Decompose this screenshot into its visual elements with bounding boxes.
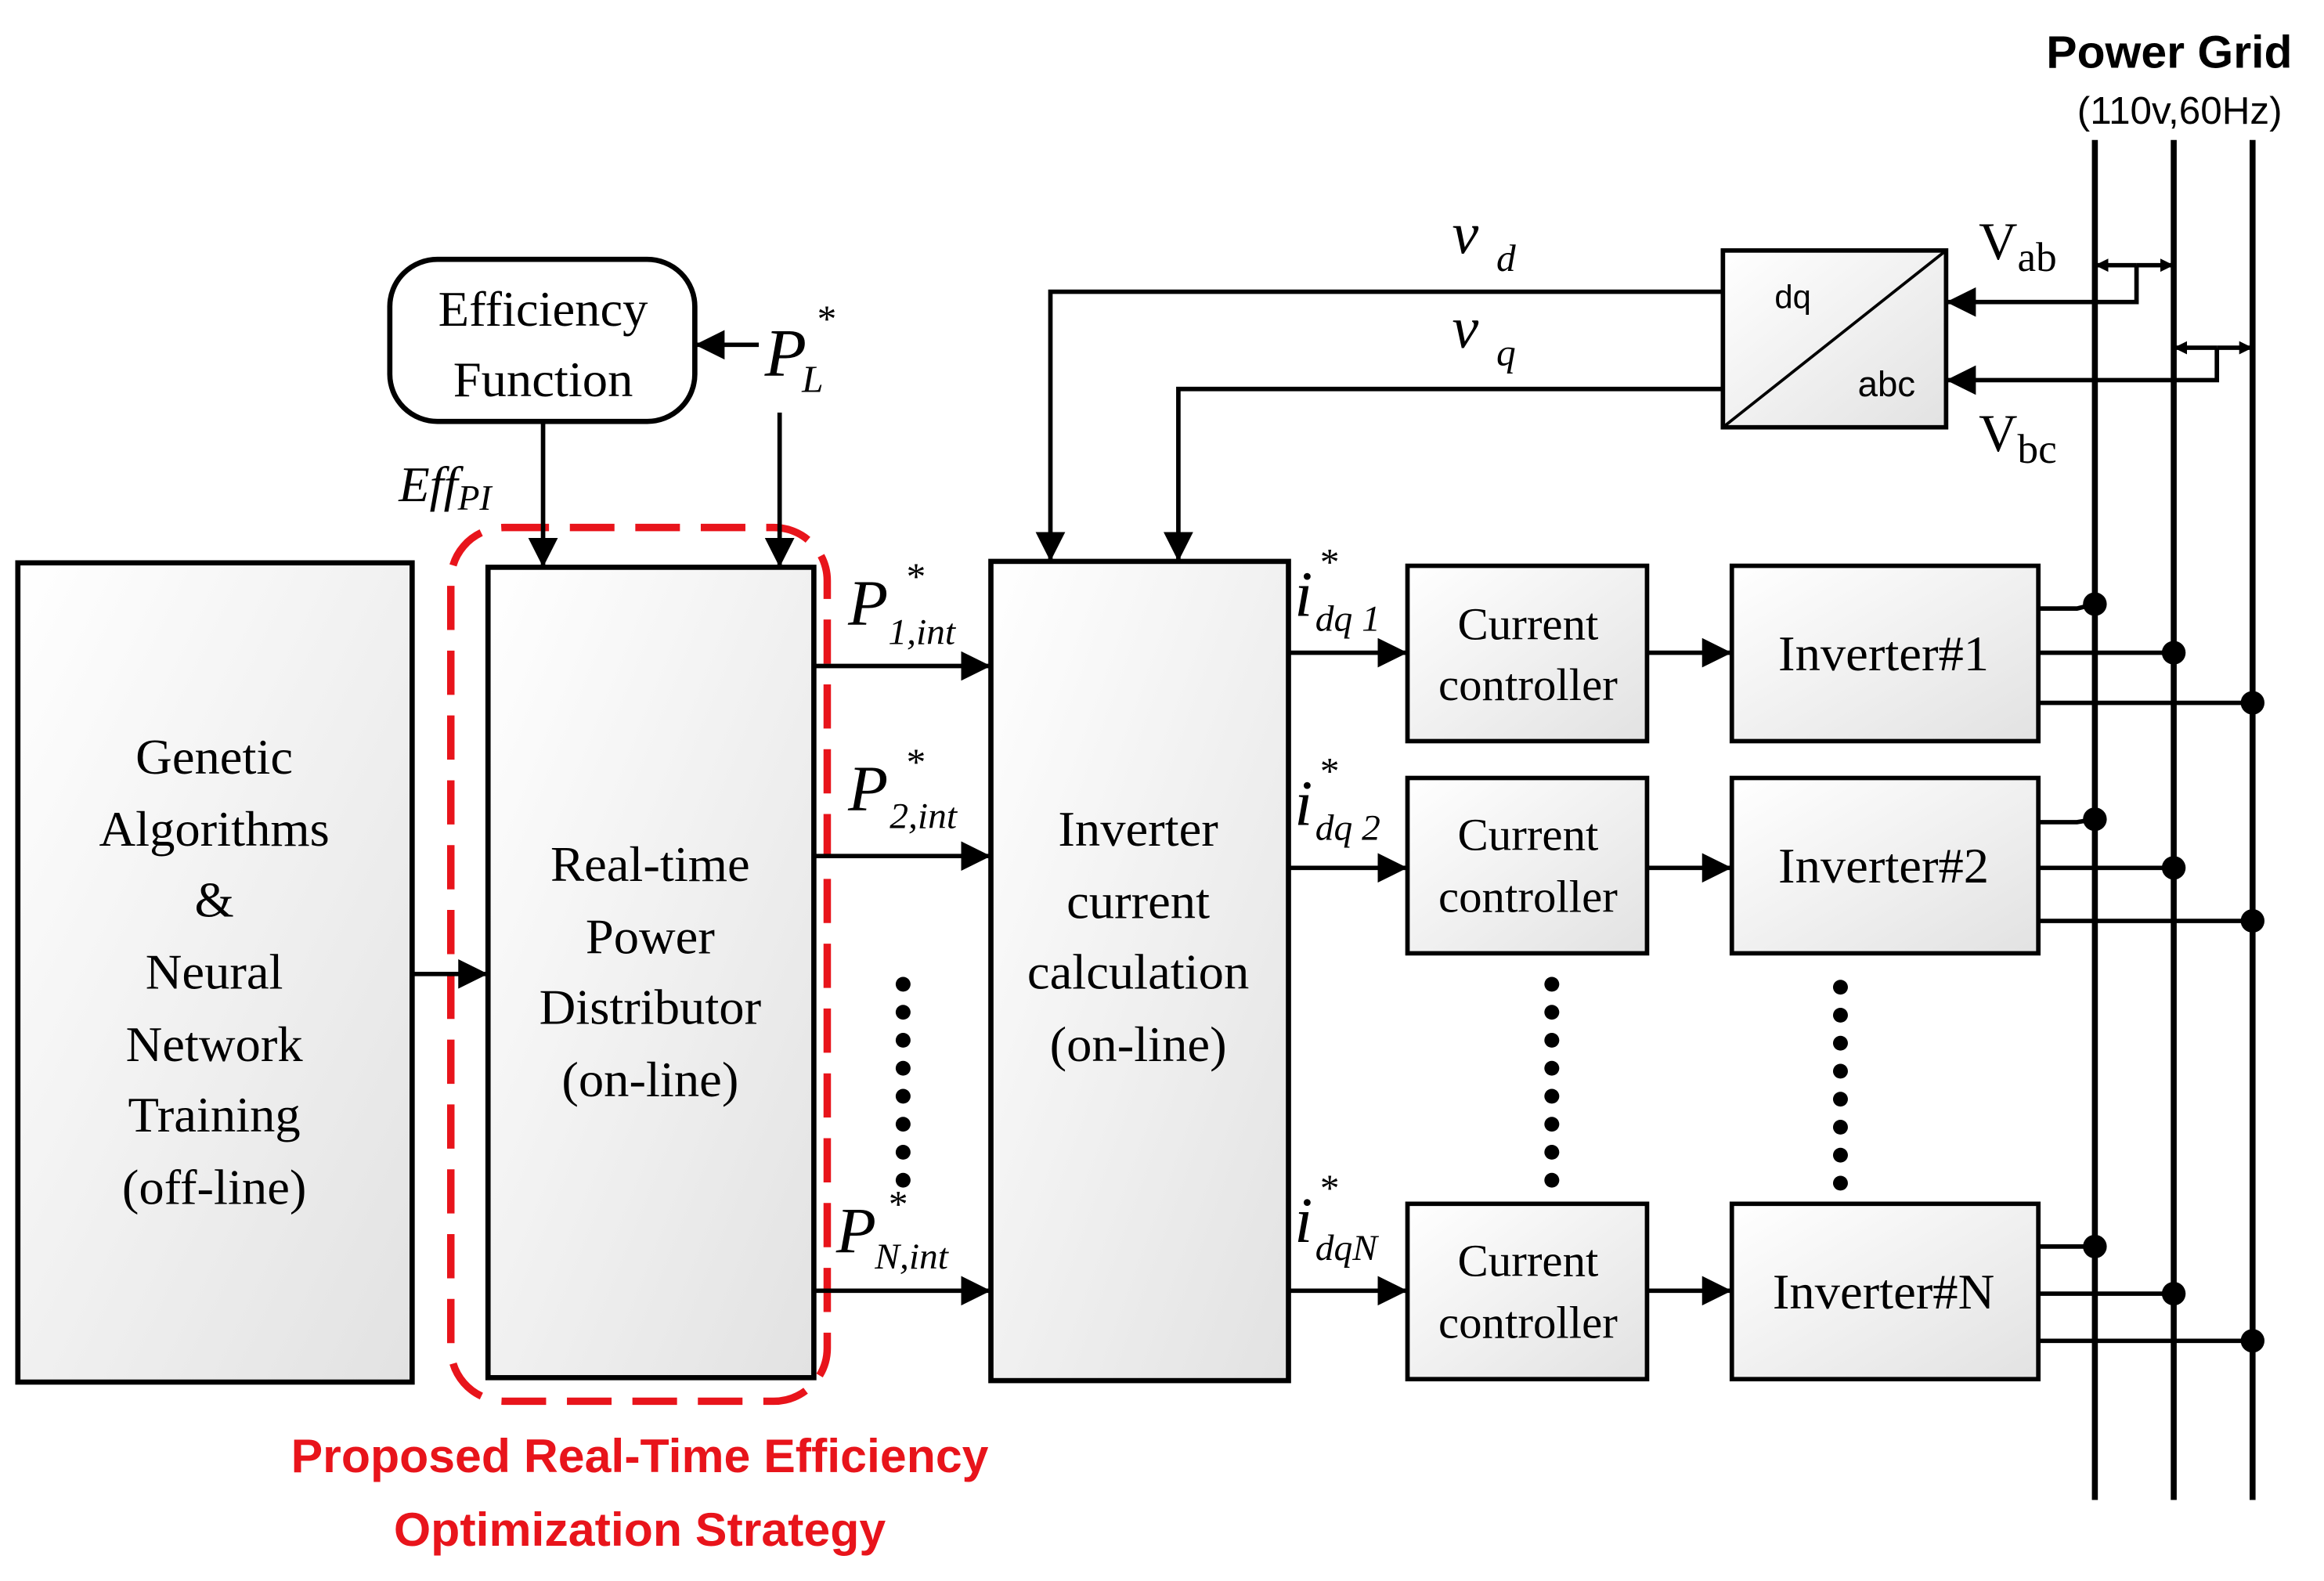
- idq2-sub: dq 2: [1315, 808, 1380, 849]
- realtime-power-distributor-block: [485, 565, 817, 1381]
- rtpd-line-1: Real-time: [550, 837, 750, 893]
- p2-int-sup: *: [904, 741, 924, 784]
- idq2-label: i: [1294, 767, 1312, 839]
- ga-block-line-4: Neural: [146, 944, 283, 1000]
- icc-line-4: (on-line): [1050, 1016, 1227, 1072]
- idqn-sup: *: [1319, 1167, 1338, 1210]
- ga-block-line-3: &: [194, 872, 233, 928]
- ellipsis-dots-power: [895, 976, 911, 1188]
- ccn-line-1: Current: [1457, 1236, 1598, 1287]
- ga-block-line-1: Genetic: [135, 729, 293, 785]
- ga-block-line-2: Algorithms: [99, 801, 329, 857]
- cc2-line-1: Current: [1457, 810, 1598, 861]
- vq-feedback-wire: [1163, 386, 1723, 561]
- cc1-line-2: controller: [1438, 659, 1618, 710]
- pl-star-sub: L: [801, 358, 823, 401]
- signal-wires: [412, 258, 2253, 1344]
- current-controller-1: [1405, 563, 1650, 744]
- pl-star-sup: *: [815, 298, 835, 341]
- inverter-2-block: [1729, 775, 2041, 956]
- dq-label: dq: [1774, 278, 1810, 315]
- inverter-n-block: [1729, 1201, 2041, 1382]
- ga-nn-training-block: [15, 560, 415, 1385]
- idqn-label: i: [1294, 1185, 1312, 1257]
- rtpd-line-2: Power: [586, 909, 715, 965]
- idq1-sup: *: [1319, 540, 1338, 583]
- ga-block-line-7: (off-line): [122, 1160, 307, 1215]
- grid-junctions: [2083, 592, 2264, 1353]
- p1-int-label: P: [847, 567, 888, 639]
- icc-line-1: Inverter: [1058, 801, 1218, 857]
- eff-pi-label: EffPI: [398, 457, 493, 518]
- cc2-line-2: controller: [1438, 872, 1618, 922]
- p2-int-sub: 2,int: [890, 796, 958, 837]
- ellipsis-dots-controllers: [1544, 976, 1560, 1188]
- vd-feedback-wire: [1035, 289, 1723, 561]
- pl-star-label: P: [764, 315, 807, 391]
- idqn-sub: dqN: [1315, 1228, 1380, 1269]
- eff-block-line-2: Function: [453, 352, 633, 407]
- p1-int-sup: *: [904, 555, 924, 598]
- strategy-caption-line-1: Proposed Real-Time Efficiency: [291, 1429, 989, 1482]
- vab-label: Vab: [1979, 211, 2057, 280]
- power-grid-title: Power Grid: [2046, 27, 2292, 78]
- ellipsis-dots-inverters: [1832, 980, 1848, 1191]
- proposed-strategy-outline: [446, 523, 832, 1406]
- ga-block-line-5: Network: [126, 1016, 304, 1072]
- power-grid-spec: (110v,60Hz): [2077, 89, 2282, 132]
- pn-int-sup: *: [886, 1182, 906, 1225]
- ccn-line-2: controller: [1438, 1298, 1618, 1348]
- rtpd-line-4: (on-line): [561, 1052, 738, 1107]
- vab-measure-wire: [1946, 265, 2139, 317]
- pn-int-sub: N,int: [874, 1236, 950, 1277]
- cc1-line-1: Current: [1457, 599, 1598, 650]
- eff-block-line-1: Efficiency: [438, 281, 648, 337]
- inverter-n-label: Inverter#N: [1773, 1264, 1994, 1319]
- idq1-label: i: [1294, 558, 1312, 630]
- vbc-measure-wire: [1946, 348, 2220, 395]
- ga-block-line-6: Training: [128, 1087, 301, 1142]
- strategy-caption-line-2: Optimization Strategy: [394, 1503, 886, 1556]
- inverter-2-label: Inverter#2: [1778, 838, 1989, 893]
- icc-line-3: calculation: [1027, 944, 1249, 1000]
- dq-abc-diagonal: [1722, 249, 1947, 429]
- inverter-current-calculation-block: [988, 558, 1291, 1384]
- idq2-sup: *: [1319, 749, 1338, 792]
- current-controller-n: [1405, 1201, 1650, 1382]
- vbc-label: Vbc: [1979, 403, 2057, 472]
- p1-int-sub: 1,int: [888, 612, 957, 652]
- inverter-1-label: Inverter#1: [1778, 626, 1989, 681]
- idq1-sub: dq 1: [1315, 599, 1380, 640]
- p2-int-label: P: [847, 753, 888, 825]
- pn-int-label: P: [835, 1195, 876, 1267]
- rtpd-line-3: Distributor: [540, 980, 761, 1035]
- icc-line-2: current: [1066, 874, 1210, 929]
- abc-label: abc: [1858, 364, 1916, 404]
- current-controller-2: [1405, 775, 1650, 956]
